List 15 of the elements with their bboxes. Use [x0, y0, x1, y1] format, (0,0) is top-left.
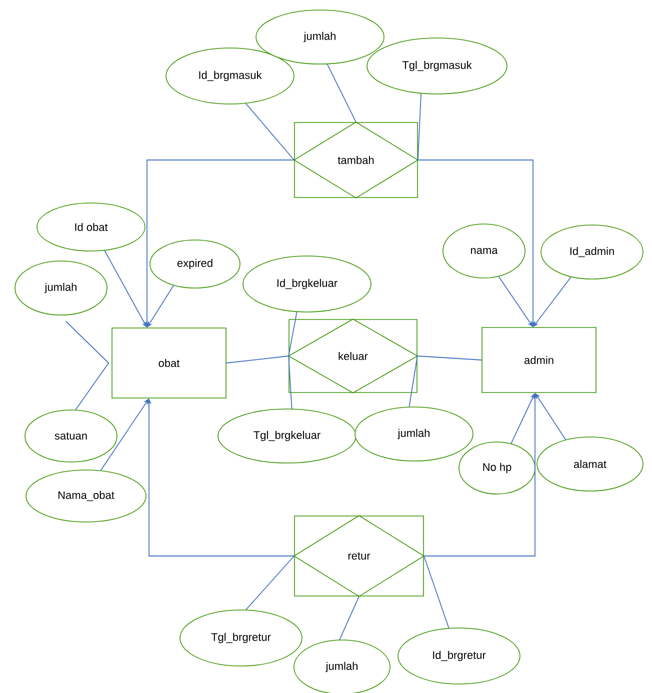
connector-line [339, 596, 360, 640]
connector-line [416, 356, 482, 360]
connector-line [246, 556, 295, 610]
entity-box: admin [482, 327, 596, 393]
connector-line [245, 103, 295, 160]
connector-line [65, 320, 110, 364]
connector-line [288, 356, 292, 410]
entity-box: obat [112, 328, 226, 398]
connector-line [408, 356, 418, 408]
connector-line [226, 356, 290, 364]
connector-line [417, 93, 422, 160]
connector-line [288, 312, 298, 356]
connector-line [326, 64, 356, 123]
connector-line [423, 556, 450, 628]
connector-line [75, 362, 110, 410]
